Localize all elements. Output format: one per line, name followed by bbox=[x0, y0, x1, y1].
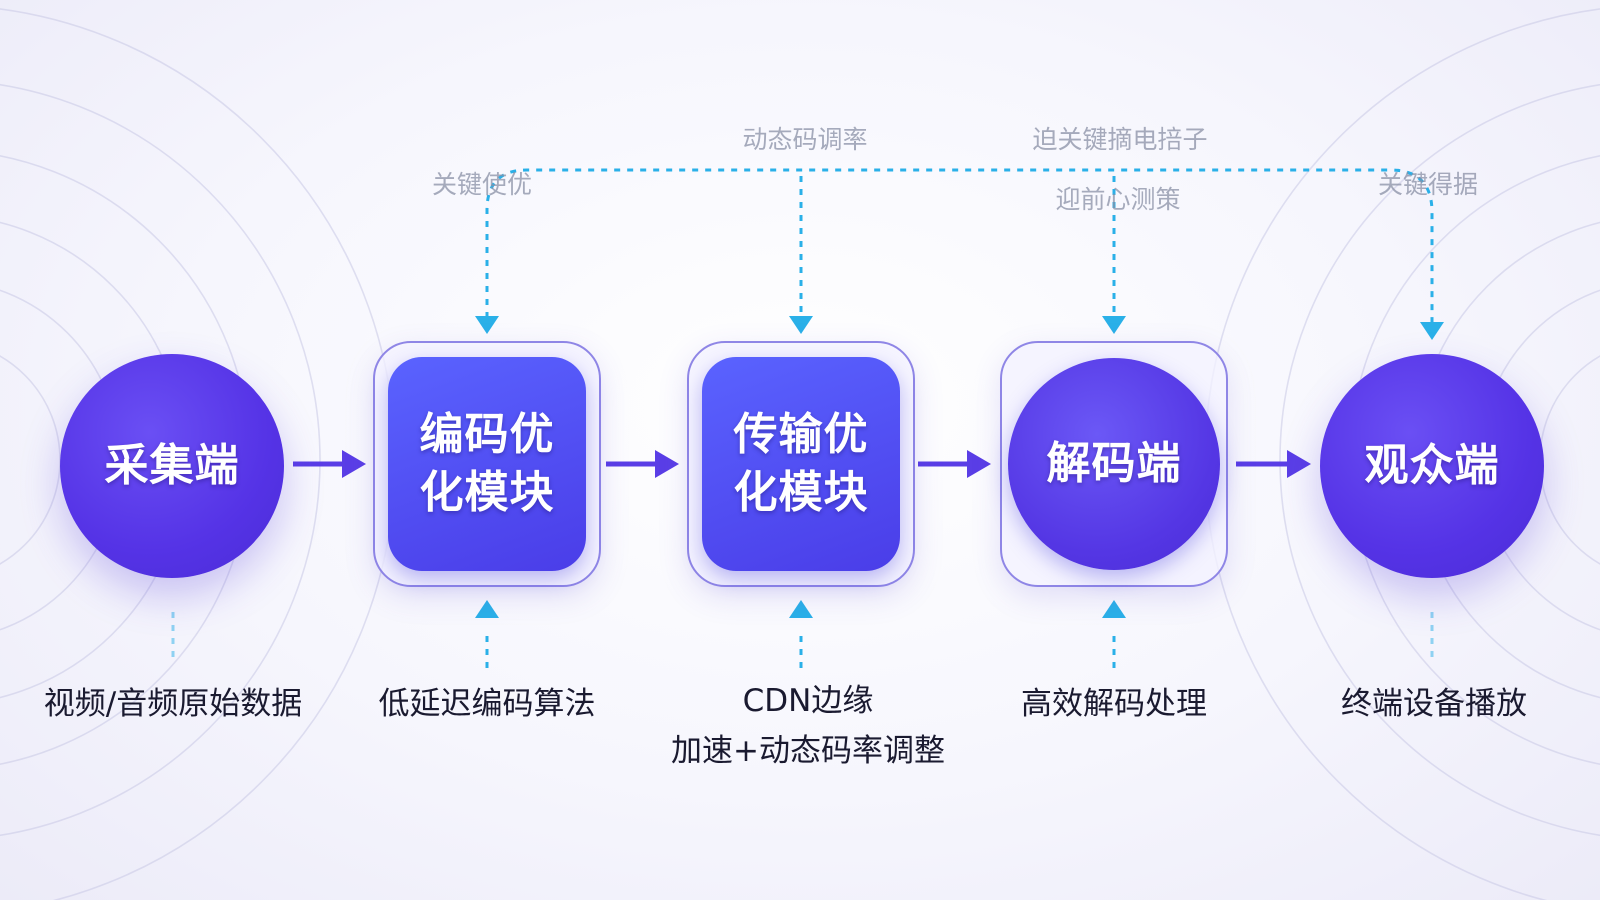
flow-arrow-1-head bbox=[342, 450, 366, 478]
feedback-loop-line bbox=[485, 168, 1434, 322]
feedback-label-top-center: 动态码调率 bbox=[742, 125, 868, 154]
feedback-label-top-right-a: 迫关键摘电掊子 bbox=[1032, 125, 1208, 154]
node-encode-label: 编码优化模块 bbox=[419, 409, 555, 518]
flow-arrow-2-head bbox=[655, 450, 679, 478]
node-viewer-label: 观众端 bbox=[1364, 440, 1500, 491]
caption-decode: 高效解码处理 bbox=[1021, 686, 1207, 722]
node-capture-label: 采集端 bbox=[104, 440, 240, 491]
node-decode-frame: 解码端 bbox=[1000, 341, 1228, 587]
caption-transmit-line1: CDN边缘 bbox=[742, 683, 874, 719]
down-arrow-encode bbox=[475, 316, 499, 334]
flow-arrow-3-head bbox=[967, 450, 991, 478]
up-arrow-transmit bbox=[789, 600, 813, 618]
node-encode-frame: 编码优化模块 bbox=[373, 341, 601, 587]
down-arrow-viewer bbox=[1420, 322, 1444, 340]
caption-transmit-line2: 加速+动态码率调整 bbox=[671, 733, 945, 769]
caption-transmit: CDN边缘 加速+动态码率调整 bbox=[671, 676, 945, 776]
node-capture: 采集端 bbox=[60, 354, 284, 578]
node-decode: 解码端 bbox=[1008, 358, 1220, 570]
flow-arrow-4-head bbox=[1287, 450, 1311, 478]
node-transmit: 传输优化模块 bbox=[702, 357, 900, 571]
node-transmit-frame: 传输优化模块 bbox=[687, 341, 915, 587]
up-arrow-decode bbox=[1102, 600, 1126, 618]
feedback-label-top-right-b: 迎前心测策 bbox=[1055, 185, 1181, 214]
up-arrow-encode bbox=[475, 600, 499, 618]
node-encode: 编码优化模块 bbox=[388, 357, 586, 571]
down-arrow-decode bbox=[1102, 316, 1126, 334]
feedback-label-top-far-right: 关键得据 bbox=[1377, 170, 1479, 199]
node-viewer: 观众端 bbox=[1320, 354, 1544, 578]
caption-viewer: 终端设备播放 bbox=[1341, 686, 1527, 722]
caption-capture: 视频/音频原始数据 bbox=[43, 686, 303, 722]
caption-encode: 低延迟编码算法 bbox=[378, 686, 596, 722]
down-arrow-transmit bbox=[789, 316, 813, 334]
node-transmit-label: 传输优化模块 bbox=[733, 409, 869, 518]
feedback-label-top-left: 关键使优 bbox=[431, 170, 533, 199]
node-decode-label: 解码端 bbox=[1046, 438, 1182, 489]
